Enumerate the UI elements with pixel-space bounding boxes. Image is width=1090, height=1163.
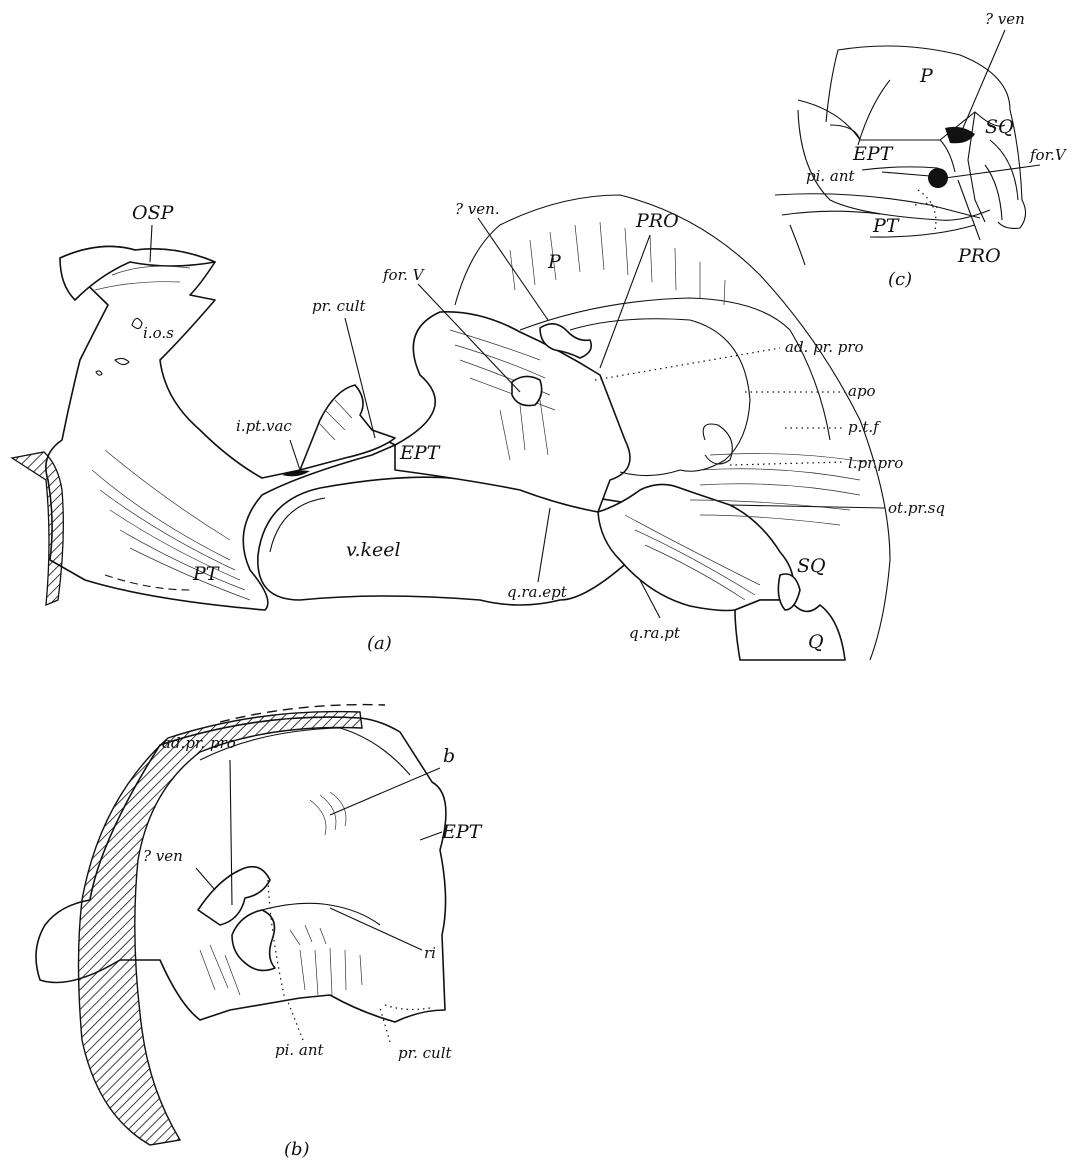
label-p: P <box>547 251 562 273</box>
hatched-left-edge <box>12 452 63 605</box>
p-shading <box>510 222 725 305</box>
label-c-pt: PT <box>872 215 900 237</box>
label-ept: EPT <box>399 442 441 464</box>
label-ad-pr-pro: ad. pr. pro <box>785 338 864 356</box>
caption-b: (b) <box>284 1139 310 1160</box>
label-ot-pr-sq: ot.pr.sq <box>888 499 945 517</box>
pr-cult-process <box>300 385 395 470</box>
label-c-for-v: for.V <box>1029 146 1068 164</box>
label-apo: apo <box>848 382 876 400</box>
label-pro: PRO <box>635 210 679 232</box>
label-c-sq: SQ <box>985 116 1014 138</box>
label-ios: i.o.s <box>143 324 174 342</box>
label-pt: PT <box>192 563 220 585</box>
label-c-pi-ant: pi. ant <box>806 167 856 185</box>
label-sq: SQ <box>797 555 826 577</box>
label-for-v: for. V <box>382 266 426 284</box>
for-v-opening <box>512 376 542 405</box>
panel-b-detail: ad.pr. pro ? ven b EPT ri pr. cult pi. a… <box>36 705 483 1160</box>
label-v-keel: v.keel <box>346 539 401 561</box>
caption-c: (c) <box>888 269 912 290</box>
label-p-t-f: p.t.f <box>848 418 881 436</box>
label-q-ra-pt: q.ra.pt <box>629 624 681 642</box>
label-i-pt-vac: i.pt.vac <box>236 417 292 435</box>
label-l-pr-pro: l.pr.pro <box>848 454 903 472</box>
label-b-pr-cult: pr. cult <box>398 1044 453 1062</box>
quadrate-ramus <box>598 484 793 610</box>
label-q-ra-ept: q.ra.ept <box>507 583 568 601</box>
label-b-ad-pr-pro: ad.pr. pro <box>162 734 236 752</box>
label-q: Q <box>808 631 824 653</box>
label-c-p: P <box>919 65 934 87</box>
label-b-pi-ant: pi. ant <box>275 1041 325 1059</box>
label-c-ept: EPT <box>852 143 894 165</box>
label-b-b: b <box>443 745 455 767</box>
label-osp: OSP <box>132 202 175 224</box>
label-pr-cult: pr. cult <box>312 297 367 315</box>
label-b-ven: ? ven <box>143 847 183 865</box>
caption-a: (a) <box>367 633 392 654</box>
label-b-ri: ri <box>424 944 436 962</box>
label-c-ven: ? ven <box>985 10 1025 28</box>
panel-c-overview: ? ven P SQ EPT for.V pi. ant PT PRO (c) <box>775 10 1068 290</box>
label-c-pro: PRO <box>957 245 1001 267</box>
label-b-ept: EPT <box>441 821 483 843</box>
label-ven: ? ven. <box>455 200 500 218</box>
